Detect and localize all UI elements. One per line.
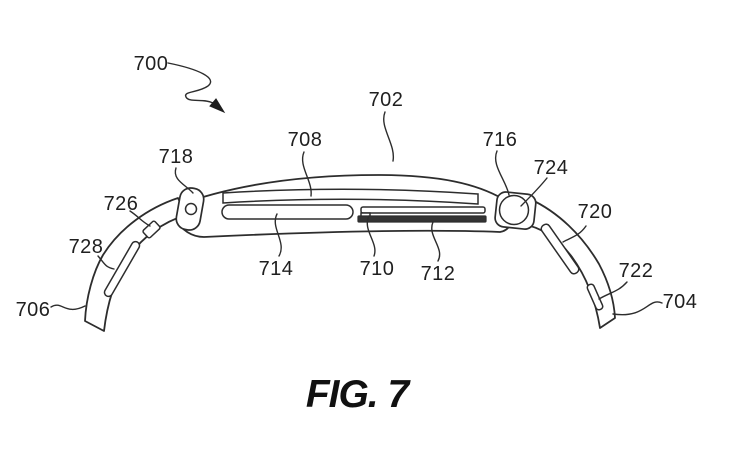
left-band-outline bbox=[84, 197, 187, 332]
leader-718 bbox=[174, 167, 194, 194]
ref-label-710: 710 bbox=[360, 258, 395, 280]
leader-712 bbox=[431, 221, 441, 262]
ref-label-718: 718 bbox=[159, 146, 194, 168]
band-slot-722 bbox=[586, 283, 604, 311]
ref-label-722: 722 bbox=[619, 260, 654, 282]
ref-label-726: 726 bbox=[104, 193, 139, 215]
leader-706 bbox=[50, 304, 86, 311]
ref-label-714: 714 bbox=[259, 258, 294, 280]
figure-caption: FIG. 7 bbox=[306, 373, 412, 416]
leader-702 bbox=[383, 111, 394, 162]
reference-labels: 700 702 708 716 724 718 726 728 706 714 … bbox=[16, 53, 698, 321]
display-window bbox=[222, 188, 479, 205]
leader-724 bbox=[520, 177, 548, 207]
leader-704 bbox=[612, 301, 663, 316]
ref-label-702: 702 bbox=[369, 89, 404, 111]
right-hinge-circle bbox=[498, 194, 530, 226]
ref-label-706: 706 bbox=[16, 299, 51, 321]
ref-label-716: 716 bbox=[483, 129, 518, 151]
ref-label-704: 704 bbox=[663, 291, 698, 313]
leader-710 bbox=[366, 215, 376, 257]
band-slot-720 bbox=[540, 223, 580, 275]
leader-726 bbox=[129, 210, 151, 227]
band-slot-728 bbox=[103, 240, 141, 298]
component-bar-upper bbox=[360, 206, 486, 214]
ref-label-724: 724 bbox=[534, 157, 569, 179]
ref-label-712: 712 bbox=[421, 263, 456, 285]
ref-label-720: 720 bbox=[578, 201, 613, 223]
device-drawing bbox=[84, 174, 616, 332]
leader-700-arrow bbox=[167, 62, 214, 104]
leader-728 bbox=[97, 255, 115, 270]
leader-714 bbox=[274, 213, 282, 257]
arrowhead-700 bbox=[209, 98, 226, 114]
leader-722 bbox=[598, 281, 628, 300]
leader-708 bbox=[301, 151, 312, 197]
band-slot-726 bbox=[142, 220, 161, 239]
left-hinge-pivot-circle bbox=[184, 202, 198, 216]
ref-label-700: 700 bbox=[134, 53, 169, 75]
leader-720 bbox=[562, 225, 587, 243]
ref-label-728: 728 bbox=[69, 236, 104, 258]
leader-lines bbox=[50, 62, 663, 316]
component-bar-lower bbox=[357, 215, 487, 223]
component-slot-left bbox=[221, 204, 354, 220]
leader-716 bbox=[494, 150, 510, 196]
ref-label-708: 708 bbox=[288, 129, 323, 151]
